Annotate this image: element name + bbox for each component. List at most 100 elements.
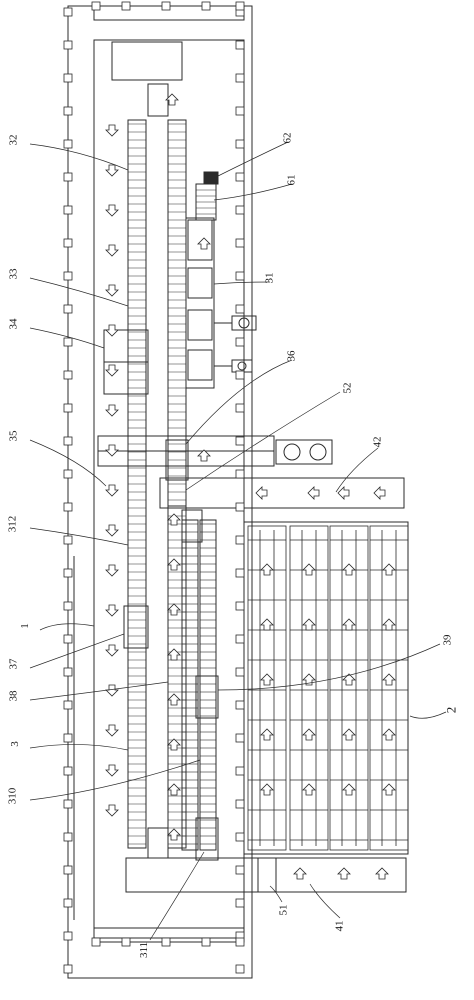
flow-arrow-icon: [197, 449, 211, 462]
column-marker: [235, 238, 245, 248]
flow-arrow-icon: [382, 728, 396, 741]
flow-arrow-icon: [105, 804, 119, 817]
column-marker: [91, 937, 101, 947]
transfer-car-mid: [181, 509, 203, 543]
label-41: 41: [333, 920, 346, 932]
column-marker: [121, 937, 131, 947]
label-312: 312: [6, 515, 19, 533]
column-marker: [235, 937, 245, 947]
flow-arrow-icon: [337, 486, 350, 500]
column-marker: [63, 238, 73, 248]
storage-bay-3: [329, 525, 369, 851]
label-36: 36: [285, 350, 298, 362]
flow-arrow-icon: [255, 486, 268, 500]
column-marker: [63, 304, 73, 314]
label-35: 35: [7, 430, 20, 442]
column-marker: [63, 832, 73, 842]
column-marker: [235, 964, 245, 974]
flow-arrow-icon: [342, 673, 356, 686]
column-marker: [235, 865, 245, 875]
column-marker: [235, 898, 245, 908]
column-marker: [63, 898, 73, 908]
flow-arrow-icon: [342, 618, 356, 631]
flow-arrow-icon: [375, 867, 389, 880]
flow-arrow-icon: [105, 524, 119, 537]
column-marker: [63, 667, 73, 677]
column-marker: [63, 502, 73, 512]
column-marker: [235, 733, 245, 743]
flow-arrow-icon: [105, 164, 119, 177]
conveyor-right-1: [181, 519, 199, 851]
flow-arrow-icon: [382, 618, 396, 631]
flow-arrow-icon: [260, 783, 274, 796]
column-marker: [201, 937, 211, 947]
column-marker: [235, 370, 245, 380]
machine-block-31: [185, 217, 215, 389]
label-311: 311: [138, 941, 151, 959]
column-marker: [235, 535, 245, 545]
belt-42: [159, 477, 405, 509]
column-marker: [161, 937, 171, 947]
flow-arrow-icon: [165, 93, 179, 106]
column-marker: [235, 304, 245, 314]
column-marker: [63, 964, 73, 974]
flow-arrow-icon: [302, 728, 316, 741]
column-marker: [235, 601, 245, 611]
flow-arrow-icon: [382, 673, 396, 686]
transfer-car-51: [257, 857, 277, 893]
column-marker: [235, 832, 245, 842]
belt-41: [125, 857, 407, 893]
column-marker: [235, 436, 245, 446]
flow-arrow-icon: [105, 444, 119, 457]
storage-bay-4: [369, 525, 409, 851]
column-marker: [63, 403, 73, 413]
label-310: 310: [6, 787, 19, 805]
flow-arrow-icon: [105, 724, 119, 737]
column-marker: [235, 271, 245, 281]
column-marker: [235, 172, 245, 182]
flow-arrow-icon: [260, 563, 274, 576]
flow-arrow-icon: [260, 618, 274, 631]
column-marker: [63, 535, 73, 545]
transfer-car-39: [195, 675, 219, 719]
column-marker: [63, 766, 73, 776]
flow-arrow-icon: [382, 783, 396, 796]
flow-arrow-icon: [373, 486, 386, 500]
flow-arrow-icon: [105, 284, 119, 297]
column-marker: [63, 799, 73, 809]
flow-arrow-icon: [105, 364, 119, 377]
column-marker: [235, 403, 245, 413]
drive-unit: [275, 439, 333, 465]
column-marker: [161, 1, 171, 11]
flow-arrow-icon: [167, 648, 181, 661]
column-marker: [63, 568, 73, 578]
label-42: 42: [371, 436, 384, 448]
flow-arrow-icon: [105, 484, 119, 497]
label-31: 31: [263, 272, 276, 284]
flow-arrow-icon: [105, 564, 119, 577]
transfer-car-bottom: [147, 827, 169, 859]
flow-arrow-icon: [167, 738, 181, 751]
column-marker: [235, 337, 245, 347]
column-marker: [63, 931, 73, 941]
flow-arrow-icon: [342, 728, 356, 741]
flow-arrow-icon: [337, 867, 351, 880]
flow-arrow-icon: [105, 684, 119, 697]
label-39: 39: [441, 634, 454, 646]
motor-2: [214, 359, 253, 373]
flow-arrow-icon: [302, 783, 316, 796]
flow-arrow-icon: [105, 244, 119, 257]
motor-1: [214, 315, 257, 331]
column-marker: [63, 172, 73, 182]
column-marker: [121, 1, 131, 11]
column-marker: [63, 436, 73, 446]
inner-frame: [93, 39, 245, 939]
flow-arrow-icon: [105, 204, 119, 217]
transfer-car-311: [195, 817, 219, 861]
flow-arrow-icon: [260, 673, 274, 686]
column-marker: [63, 40, 73, 50]
column-marker: [235, 73, 245, 83]
column-marker: [63, 469, 73, 479]
